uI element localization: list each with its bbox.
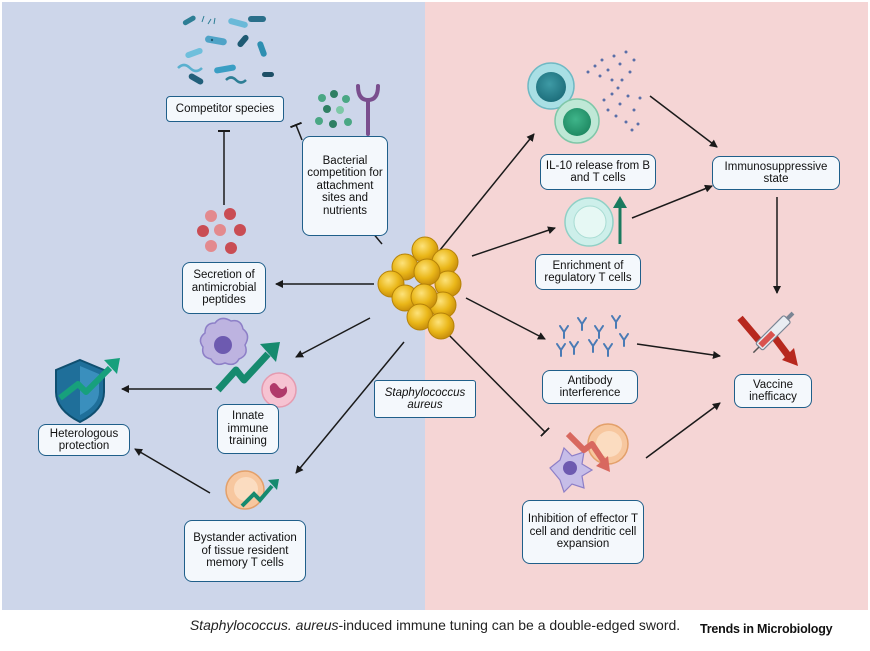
treg-cell-icon — [564, 196, 627, 247]
bystander-activation-label: Bystander activation of tissue resident … — [184, 520, 306, 582]
arrow-inhibition-to-vaccine — [645, 402, 721, 459]
macrophage-icon — [199, 317, 249, 366]
receptor-icon — [356, 84, 380, 136]
figure-caption: Staphylococcus. aureus-induced immune tu… — [0, 617, 870, 633]
heterologous-protection-label: Heterologous protection — [38, 424, 130, 456]
il10-release-label: IL-10 release from B and T cells — [540, 154, 656, 190]
arrow-treg-to-immunosuppressive — [631, 184, 713, 219]
caption-species: Staphylococcus. aureus — [189, 617, 339, 633]
trend-down-arrow-icon — [565, 431, 610, 472]
t-cell-icon — [554, 98, 600, 144]
arrow-bystander-to-heterologous — [134, 448, 211, 494]
peptide-icon — [197, 208, 246, 254]
secretion-amp-label: Secretion of antimicrobial peptides — [182, 262, 266, 314]
trend-up-arrow-icon — [215, 342, 280, 393]
peptide-icon — [315, 90, 352, 128]
antibody-icon — [556, 315, 629, 357]
bacterial-competition-label: Bacterial competition for attachment sit… — [302, 136, 388, 236]
inhibition-effector-label: Inhibition of effector T cell and dendri… — [522, 500, 644, 564]
arrow-staph-to-inhibition — [439, 325, 550, 437]
dendritic-cell-icon — [549, 446, 594, 494]
arrow-competition-to-species — [290, 121, 303, 141]
arrow-staph-to-antibody — [465, 297, 546, 340]
syringe-icon — [737, 311, 798, 366]
staph-cluster-icon — [377, 236, 462, 340]
competitor-species-label: Competitor species — [166, 96, 284, 122]
arrow-staph-to-il10 — [439, 133, 535, 251]
caption-text: -induced immune tuning can be a double-e… — [338, 617, 681, 633]
enrichment-treg-label: Enrichment of regulatory T cells — [535, 254, 641, 290]
staph-aureus-label: Staphylococcus aureus — [374, 380, 476, 418]
neutrophil-icon — [261, 372, 297, 408]
right-panel — [425, 2, 868, 610]
competing-bacteria-icon — [177, 15, 274, 85]
vaccine-inefficacy-label: Vaccine inefficacy — [734, 374, 812, 408]
innate-training-label: Innate immune training — [217, 404, 279, 454]
arrow-il10-to-immunosuppressive — [649, 95, 718, 148]
arrow-staph-to-treg — [471, 226, 556, 257]
arrows — [121, 95, 781, 494]
immunosuppressive-state-label: Immunosuppressive state — [712, 156, 840, 190]
arrow-antibody-to-vaccine — [636, 343, 721, 359]
shield-check-icon — [55, 358, 120, 424]
b-cell-icon — [527, 62, 575, 110]
cytokine-dots-icon — [586, 50, 642, 132]
antibody-interference-label: Antibody interference — [542, 370, 638, 404]
arrow-staph-to-training — [295, 317, 371, 358]
memory-t-cell-icon — [225, 470, 279, 510]
arrow-staph-to-bystander — [295, 341, 405, 474]
journal-logo: Trends in Microbiology — [700, 622, 833, 636]
